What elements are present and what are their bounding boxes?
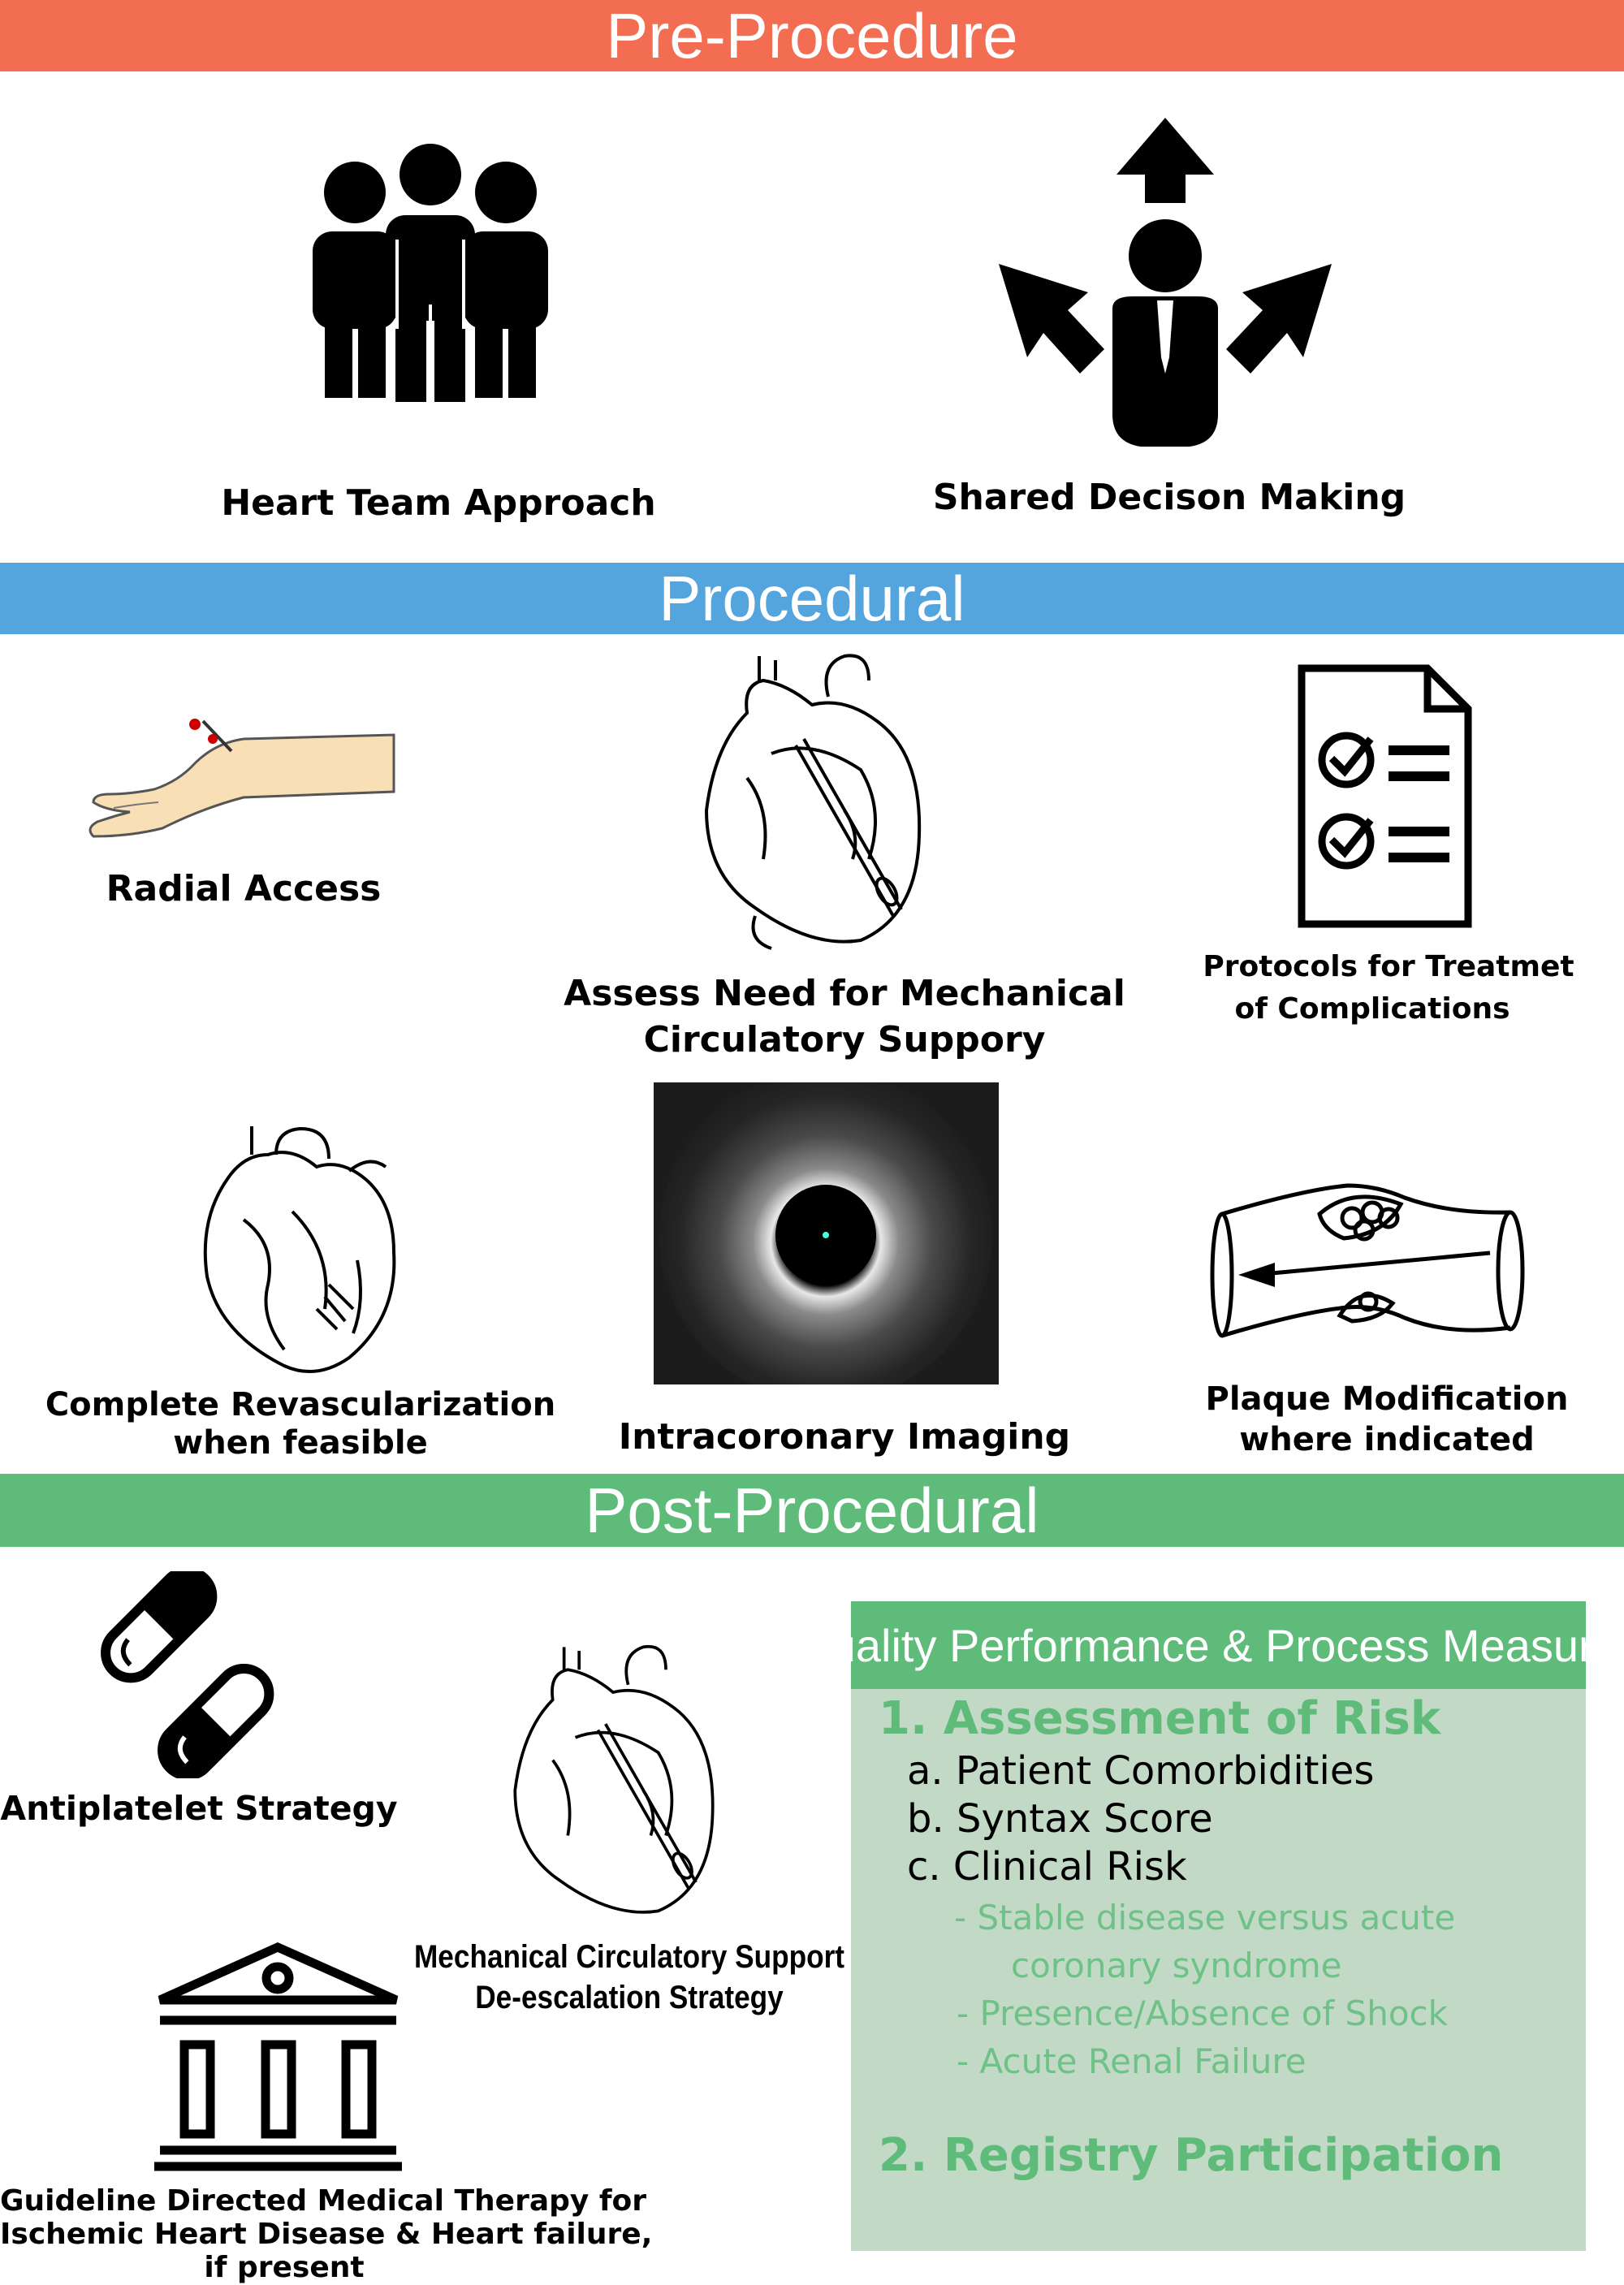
heart-with-device-icon-post [513,1644,715,1914]
plaque-modification-label-line2: where indicated [1239,1421,1535,1458]
wrist-radial-access-icon [89,719,395,838]
ivus-image [654,1082,999,1384]
mcs-deescalation-label-line2: De-escalation Strategy [475,1980,784,2015]
assessment-of-risk: 1. Assessment of Risk [879,1692,1441,1745]
decision-arrows-person-icon [999,118,1332,447]
heart-team-label: Heart Team Approach [221,482,656,524]
pills-icon [101,1571,274,1778]
pre-procedure-header: Pre-Procedure [0,0,1624,71]
registry-participation: 2. Registry Participation [879,2129,1504,2182]
antiplatelet-label: Antiplatelet Strategy [0,1789,398,1828]
patient-comorbidities: a. Patient Comorbidities [907,1748,1375,1794]
gdmt-label-line2: Ischemic Heart Disease & Heart failure, [0,2218,653,2251]
radial-access-label: Radial Access [106,868,382,909]
risk-stable-vs-acute-line2: coronary syndrome [1011,1946,1342,1985]
gdmt-label-line3: if present [204,2251,365,2284]
procedural-header: Procedural [0,563,1624,634]
heart-coronary-icon [203,1126,396,1374]
intracoronary-imaging-label: Intracoronary Imaging [618,1416,1071,1458]
mcs-assess-label-line1: Assess Need for Mechanical [564,973,1125,1014]
mcs-deescalation-label-line1: Mechanical Circulatory Support [413,1939,845,1975]
revascularization-label-line1: Complete Revascularization [45,1386,556,1423]
team-people-icon [313,144,548,402]
protocols-label-line1: Protocols for Treatmet [1203,950,1574,983]
heart-with-device-icon [704,654,922,950]
checklist-document-icon [1298,664,1472,928]
mcs-assess-label-line2: Circulatory Suppory [643,1019,1046,1060]
revascularization-label-line2: when feasible [173,1424,428,1462]
plaque-vessel-icon [1210,1183,1525,1338]
risk-stable-vs-acute-line1: - Stable disease versus acute [954,1898,1456,1937]
quality-measures-panel [851,1601,1586,2251]
gdmt-label-line1: Guideline Directed Medical Therapy for [0,2184,647,2218]
quality-measures-title: Quality Performance & Process Measures [795,1601,1624,1689]
risk-renal-failure: - Acute Renal Failure [957,2041,1307,2081]
plaque-modification-label-line1: Plaque Modification [1205,1380,1569,1418]
protocols-label-line2: of Complications [1234,992,1510,1026]
clinical-risk: c. Clinical Risk [907,1844,1187,1890]
institution-building-icon [154,1942,402,2171]
risk-shock: - Presence/Absence of Shock [957,1993,1448,2033]
shared-decision-label: Shared Decison Making [932,477,1406,518]
syntax-score: b. Syntax Score [907,1796,1213,1842]
post-procedural-header: Post-Procedural [0,1474,1624,1547]
